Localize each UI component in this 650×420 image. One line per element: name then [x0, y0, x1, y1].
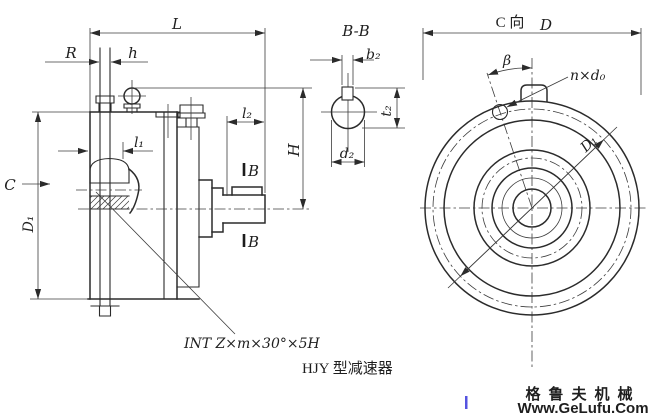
- dimension-b2: b₂: [310, 47, 381, 85]
- view-c-title: C 向: [496, 14, 525, 31]
- dimension-l1: l₁: [58, 135, 153, 159]
- screw-icon: [155, 104, 181, 138]
- oil-plug-icon: [118, 80, 146, 114]
- watermark-url: Www.GeLufu.Com: [517, 400, 648, 417]
- dim-label-D: D: [539, 16, 552, 34]
- section-bb-title: B-B: [341, 22, 369, 40]
- main-side-view: L R h l₁ l₂ H D₁: [4, 15, 320, 352]
- dim-label-R: R: [64, 44, 76, 62]
- dim-label-b2: b₂: [366, 47, 381, 63]
- section-mark-top-label: B: [247, 162, 259, 180]
- bolt-hole: [491, 103, 509, 121]
- dimension-beta: β: [487, 53, 533, 76]
- output-shaft: [198, 179, 266, 238]
- bolt-holes-callout: n×d₀: [506, 68, 606, 108]
- bb-centerlines: [321, 73, 377, 152]
- dim-label-D1-main: D₁: [21, 216, 37, 234]
- watermark-brand: 格鲁夫机械: [525, 385, 640, 403]
- top-lug: [520, 84, 548, 102]
- dim-label-beta: β: [502, 53, 511, 69]
- view-c-centerlines: [420, 58, 646, 368]
- section-marks-B: B B: [242, 162, 259, 251]
- dim-label-h: h: [128, 44, 138, 62]
- dim-label-H: H: [285, 143, 303, 158]
- dim-label-nd0: n×d₀: [570, 68, 606, 84]
- view-arrow-C: C: [4, 176, 50, 194]
- spline-note: INT Z×m×30°×5H: [95, 191, 320, 352]
- dim-label-D1-boltcircle: D₁: [577, 132, 601, 156]
- dimension-l2: l₂: [226, 106, 264, 196]
- section-mark-bottom-label: B: [247, 233, 259, 251]
- dim-label-d2: d₂: [340, 146, 355, 162]
- dimension-t2: t₂: [355, 87, 405, 129]
- hex-bolt-icon: [177, 97, 206, 140]
- dim-label-l2: l₂: [242, 106, 252, 122]
- text-cursor-artifact: [465, 396, 468, 409]
- dimension-R: R: [45, 44, 99, 66]
- section-bb-view: B-B b₂ t₂ d₂: [310, 22, 405, 167]
- dimension-L: L: [89, 15, 266, 193]
- key-section: [341, 86, 354, 101]
- worm-wheel-hub: [76, 157, 142, 215]
- dim-label-l1: l₁: [134, 135, 144, 151]
- watermark: 格鲁夫机械 Www.GeLufu.Com: [465, 385, 649, 417]
- view-c: C 向 D β n×d₀: [420, 14, 646, 368]
- view-arrow-label-C: C: [4, 176, 16, 194]
- spline-note-label: INT Z×m×30°×5H: [183, 336, 320, 352]
- figure-caption: HJY 型减速器: [302, 360, 393, 377]
- dimension-D1-main: D₁: [21, 111, 90, 300]
- dim-label-L: L: [171, 15, 182, 33]
- dim-label-t2: t₂: [379, 105, 395, 117]
- input-shaft: [90, 47, 120, 317]
- dimension-d2: d₂: [331, 120, 365, 167]
- dimension-h: h: [111, 44, 148, 66]
- dimension-H: H: [135, 87, 312, 209]
- dimension-D: D: [422, 16, 642, 95]
